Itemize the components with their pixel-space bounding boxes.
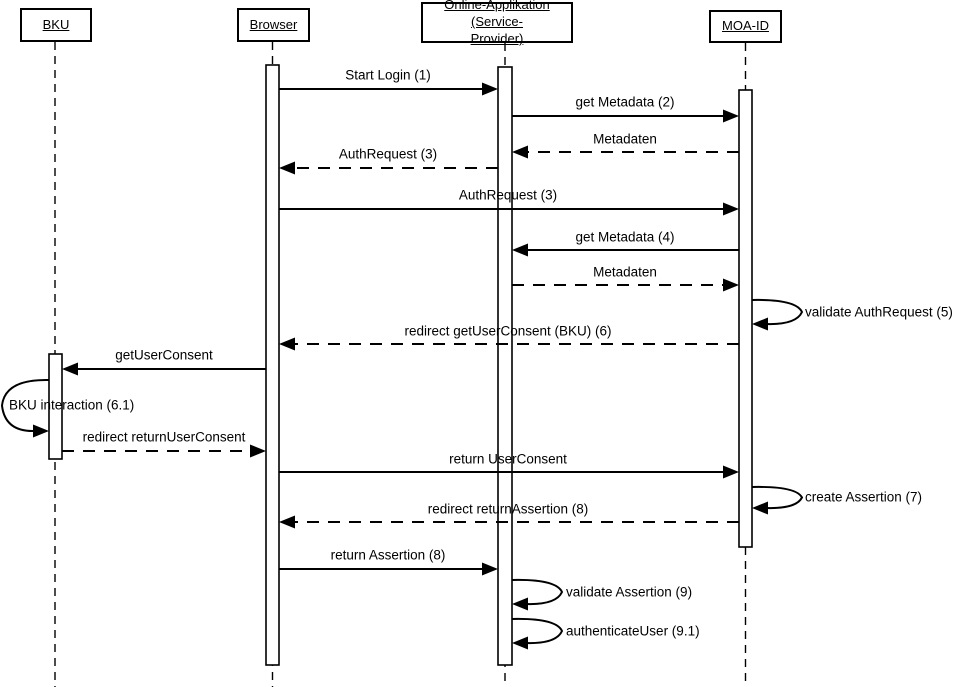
self-loop-arrowhead: [512, 636, 528, 650]
message-arrowhead: [723, 109, 739, 123]
message-label: AuthRequest (3): [338, 146, 438, 162]
message-arrowhead: [723, 202, 739, 216]
message-label: redirect returnUserConsent: [82, 429, 246, 445]
message-arrowhead: [279, 515, 295, 529]
activation-bar-browser: [265, 64, 280, 666]
self-loop-arrowhead: [33, 424, 49, 438]
message-label: Start Login (1): [345, 67, 431, 83]
message-arrowhead: [279, 161, 295, 175]
message-label: AuthRequest (3): [458, 187, 558, 203]
message-label: get Metadata (2): [575, 94, 675, 110]
actor-label-moa-id: MOA-ID: [722, 18, 769, 34]
activation-bar-moa-id: [738, 89, 753, 548]
message-label: get Metadata (4): [575, 229, 675, 245]
activation-bar-bku: [48, 353, 63, 460]
self-loop-arrowhead: [512, 597, 528, 611]
actor-label-bku: BKU: [42, 16, 70, 32]
self-loop-arrowhead: [752, 501, 768, 515]
message-label: redirect getUserConsent (BKU) (6): [404, 323, 612, 339]
self-message-label: validate AuthRequest (5): [805, 304, 953, 320]
actor-label-online-applikation: Online-Applikation (Service- Provider): [444, 0, 550, 46]
self-loop-arrow: [511, 578, 564, 606]
message-label: Metadaten: [593, 264, 657, 280]
self-message-label: create Assertion (7): [805, 489, 923, 505]
actor-box-bku: BKU: [20, 8, 92, 42]
message-arrowhead: [250, 444, 266, 458]
self-loop-arrow: [751, 485, 804, 510]
actor-box-moa-id: MOA-ID: [709, 10, 782, 43]
self-loop-arrow: [0, 378, 50, 433]
message-arrowhead: [482, 82, 498, 96]
self-message-label: authenticateUser (9.1): [566, 623, 700, 639]
message-arrowhead: [512, 243, 528, 257]
self-loop-arrowhead: [752, 317, 768, 331]
message-label: getUserConsent: [115, 347, 213, 363]
activation-bar-online-applikation: [497, 66, 513, 666]
message-label: redirect returnAssertion (8): [427, 501, 589, 517]
message-arrowhead: [482, 562, 498, 576]
self-loop-arrow: [751, 298, 804, 326]
actor-label-browser: Browser: [249, 16, 298, 32]
message-arrowhead: [512, 145, 528, 159]
actor-box-browser: Browser: [237, 8, 310, 42]
message-label: return Assertion (8): [330, 547, 446, 563]
message-arrowhead: [723, 465, 739, 479]
self-message-label: validate Assertion (9): [566, 584, 693, 600]
self-loop-arrow: [511, 617, 564, 645]
message-label: Metadaten: [593, 131, 657, 147]
actor-box-online-applikation: Online-Applikation (Service- Provider): [421, 0, 573, 46]
message-label: return UserConsent: [449, 451, 567, 467]
self-message-label: BKU interaction (6.1): [9, 397, 135, 413]
message-arrowhead: [723, 278, 739, 292]
message-arrowhead: [62, 362, 78, 376]
message-arrowhead: [279, 337, 295, 351]
